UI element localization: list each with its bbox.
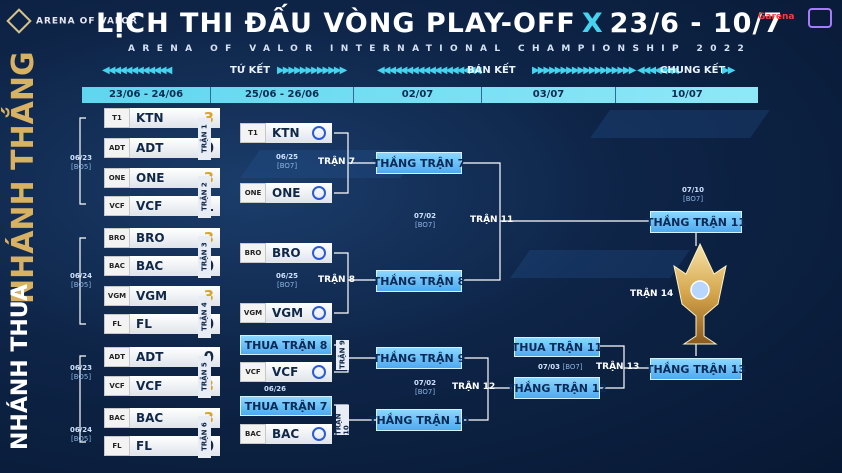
team-slot: BAC — [266, 424, 332, 444]
match-tag: TRẬN 3 — [198, 236, 211, 278]
match-date: 06/25[BO7] — [276, 272, 298, 290]
placeholder-slot: THUA TRẬN 8 — [240, 335, 332, 355]
trophy-icon — [664, 240, 736, 348]
team-logo: T1 — [240, 123, 266, 143]
pending-score-icon — [312, 186, 326, 200]
team-logo: VGM — [104, 286, 130, 306]
match-tag: TRẬN 9 — [336, 340, 349, 370]
placeholder-slot: THẮNG TRẬN 12 — [514, 377, 600, 399]
team-logo: ADT — [104, 347, 130, 367]
match-date: 06/26 — [264, 385, 286, 394]
match-date: 06/25[BO7] — [276, 153, 298, 171]
team-logo: ONE — [104, 168, 130, 188]
team-slot: VCF — [266, 362, 332, 382]
match-date: 06/23[BO5] — [70, 154, 92, 172]
placeholder-slot: THẮNG TRẬN 13 — [650, 358, 742, 380]
match-tag: TRẬN 10 — [336, 405, 349, 435]
match-label: TRẬN 8 — [318, 275, 355, 285]
match-date: 07/02[BO7] — [414, 212, 436, 230]
team-logo: VCF — [240, 362, 266, 382]
team-row: BAC BAC — [240, 424, 332, 444]
placeholder-slot: THẮNG TRẬN 10 — [376, 409, 462, 431]
team-logo: ONE — [240, 183, 266, 203]
placeholder-slot: THẮNG TRẬN 9 — [376, 347, 462, 369]
match-label: TRẬN 11 — [470, 215, 513, 225]
match-label: TRẬN 13 — [596, 362, 639, 372]
placeholder-slot: THẮNG TRẬN 7 — [376, 152, 462, 174]
team-logo: BRO — [240, 243, 266, 263]
pending-score-icon — [312, 246, 326, 260]
team-row: ONE ONE — [240, 183, 332, 203]
team-slot: BRO — [266, 243, 332, 263]
placeholder-slot: THẮNG TRẬN 11 — [650, 211, 742, 233]
team-row: VGM VGM — [240, 303, 332, 323]
team-row: VCF VCF — [240, 362, 332, 382]
match-label: TRẬN 7 — [318, 157, 355, 167]
pending-score-icon — [312, 306, 326, 320]
team-logo: BAC — [104, 256, 130, 276]
team-logo: FL — [104, 436, 130, 456]
match-tag: TRẬN 5 — [198, 356, 211, 398]
match-date: 07/02[BO7] — [414, 379, 436, 397]
team-logo: T1 — [104, 108, 130, 128]
pending-score-icon — [312, 126, 326, 140]
placeholder-slot: THUA TRẬN 11 — [514, 337, 600, 357]
match-tag: TRẬN 6 — [198, 416, 211, 458]
match-date: 07/10[BO7] — [682, 186, 704, 204]
placeholder-slot: THUA TRẬN 7 — [240, 396, 332, 416]
match-tag: TRẬN 1 — [198, 118, 211, 160]
team-slot: VGM — [266, 303, 332, 323]
team-logo: BAC — [240, 424, 266, 444]
team-logo: BRO — [104, 228, 130, 248]
team-logo: VGM — [240, 303, 266, 323]
match-date: 07/03 [BO7] — [538, 363, 583, 372]
team-slot: KTN — [266, 123, 332, 143]
team-logo: VCF — [104, 376, 130, 396]
team-logo: VCF — [104, 196, 130, 216]
match-date: 06/24[BO5] — [70, 426, 92, 444]
match-date: 06/23[BO5] — [70, 364, 92, 382]
team-logo: BAC — [104, 408, 130, 428]
team-logo: ADT — [104, 138, 130, 158]
match-tag: TRẬN 4 — [198, 296, 211, 338]
pending-score-icon — [312, 427, 326, 441]
match-label: TRẬN 12 — [452, 382, 495, 392]
pending-score-icon — [312, 365, 326, 379]
team-row: BRO BRO — [240, 243, 332, 263]
placeholder-slot: THẮNG TRẬN 8 — [376, 270, 462, 292]
match-date: 06/24[BO5] — [70, 272, 92, 290]
team-row: T1 KTN — [240, 123, 332, 143]
team-logo: FL — [104, 314, 130, 334]
team-slot: ONE — [266, 183, 332, 203]
match-tag: TRẬN 2 — [198, 176, 211, 218]
